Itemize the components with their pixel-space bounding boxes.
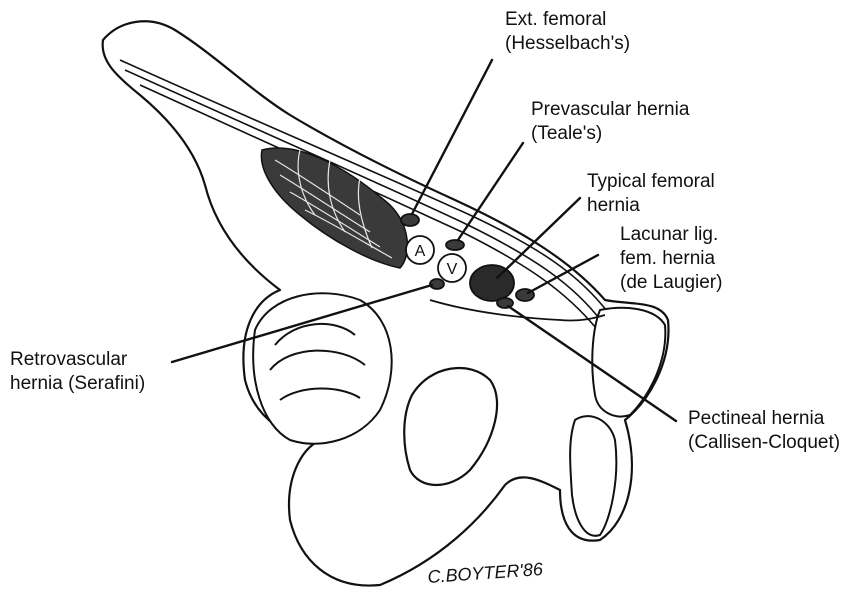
label-lacunar: Lacunar lig. fem. hernia (de Laugier)	[620, 223, 722, 295]
label-retrovascular-line2: hernia (Serafini)	[10, 372, 145, 396]
label-pectineal-line2: (Callisen-Cloquet)	[688, 431, 840, 455]
label-retrovascular-line1: Retrovascular	[10, 348, 145, 372]
label-prevascular-line1: Prevascular hernia	[531, 98, 689, 122]
vein-letter: V	[447, 261, 458, 278]
leader-ext-femoral	[412, 60, 492, 214]
label-typical-femoral-line2: hernia	[587, 194, 715, 218]
label-pectineal-line1: Pectineal hernia	[688, 407, 840, 431]
label-lacunar-line1: Lacunar lig.	[620, 223, 722, 247]
label-typical-femoral: Typical femoral hernia	[587, 170, 715, 218]
artery-letter: A	[415, 243, 426, 260]
label-lacunar-line3: (de Laugier)	[620, 271, 722, 295]
label-typical-femoral-line1: Typical femoral	[587, 170, 715, 194]
typical-femoral-sac	[470, 265, 514, 301]
label-retrovascular: Retrovascular hernia (Serafini)	[10, 348, 145, 396]
label-ext-femoral-line1: Ext. femoral	[505, 8, 630, 32]
label-ext-femoral-line2: (Hesselbach's)	[505, 32, 630, 56]
label-pectineal: Pectineal hernia (Callisen-Cloquet)	[688, 407, 840, 455]
label-prevascular-line2: (Teale's)	[531, 122, 689, 146]
label-prevascular: Prevascular hernia (Teale's)	[531, 98, 689, 146]
artist-signature: C.BOYTER'86	[427, 559, 545, 587]
hesselbach-sac	[401, 214, 419, 226]
teale-sac	[446, 240, 464, 250]
acetabulum	[253, 293, 391, 444]
label-lacunar-line2: fem. hernia	[620, 247, 722, 271]
label-ext-femoral: Ext. femoral (Hesselbach's)	[505, 8, 630, 56]
